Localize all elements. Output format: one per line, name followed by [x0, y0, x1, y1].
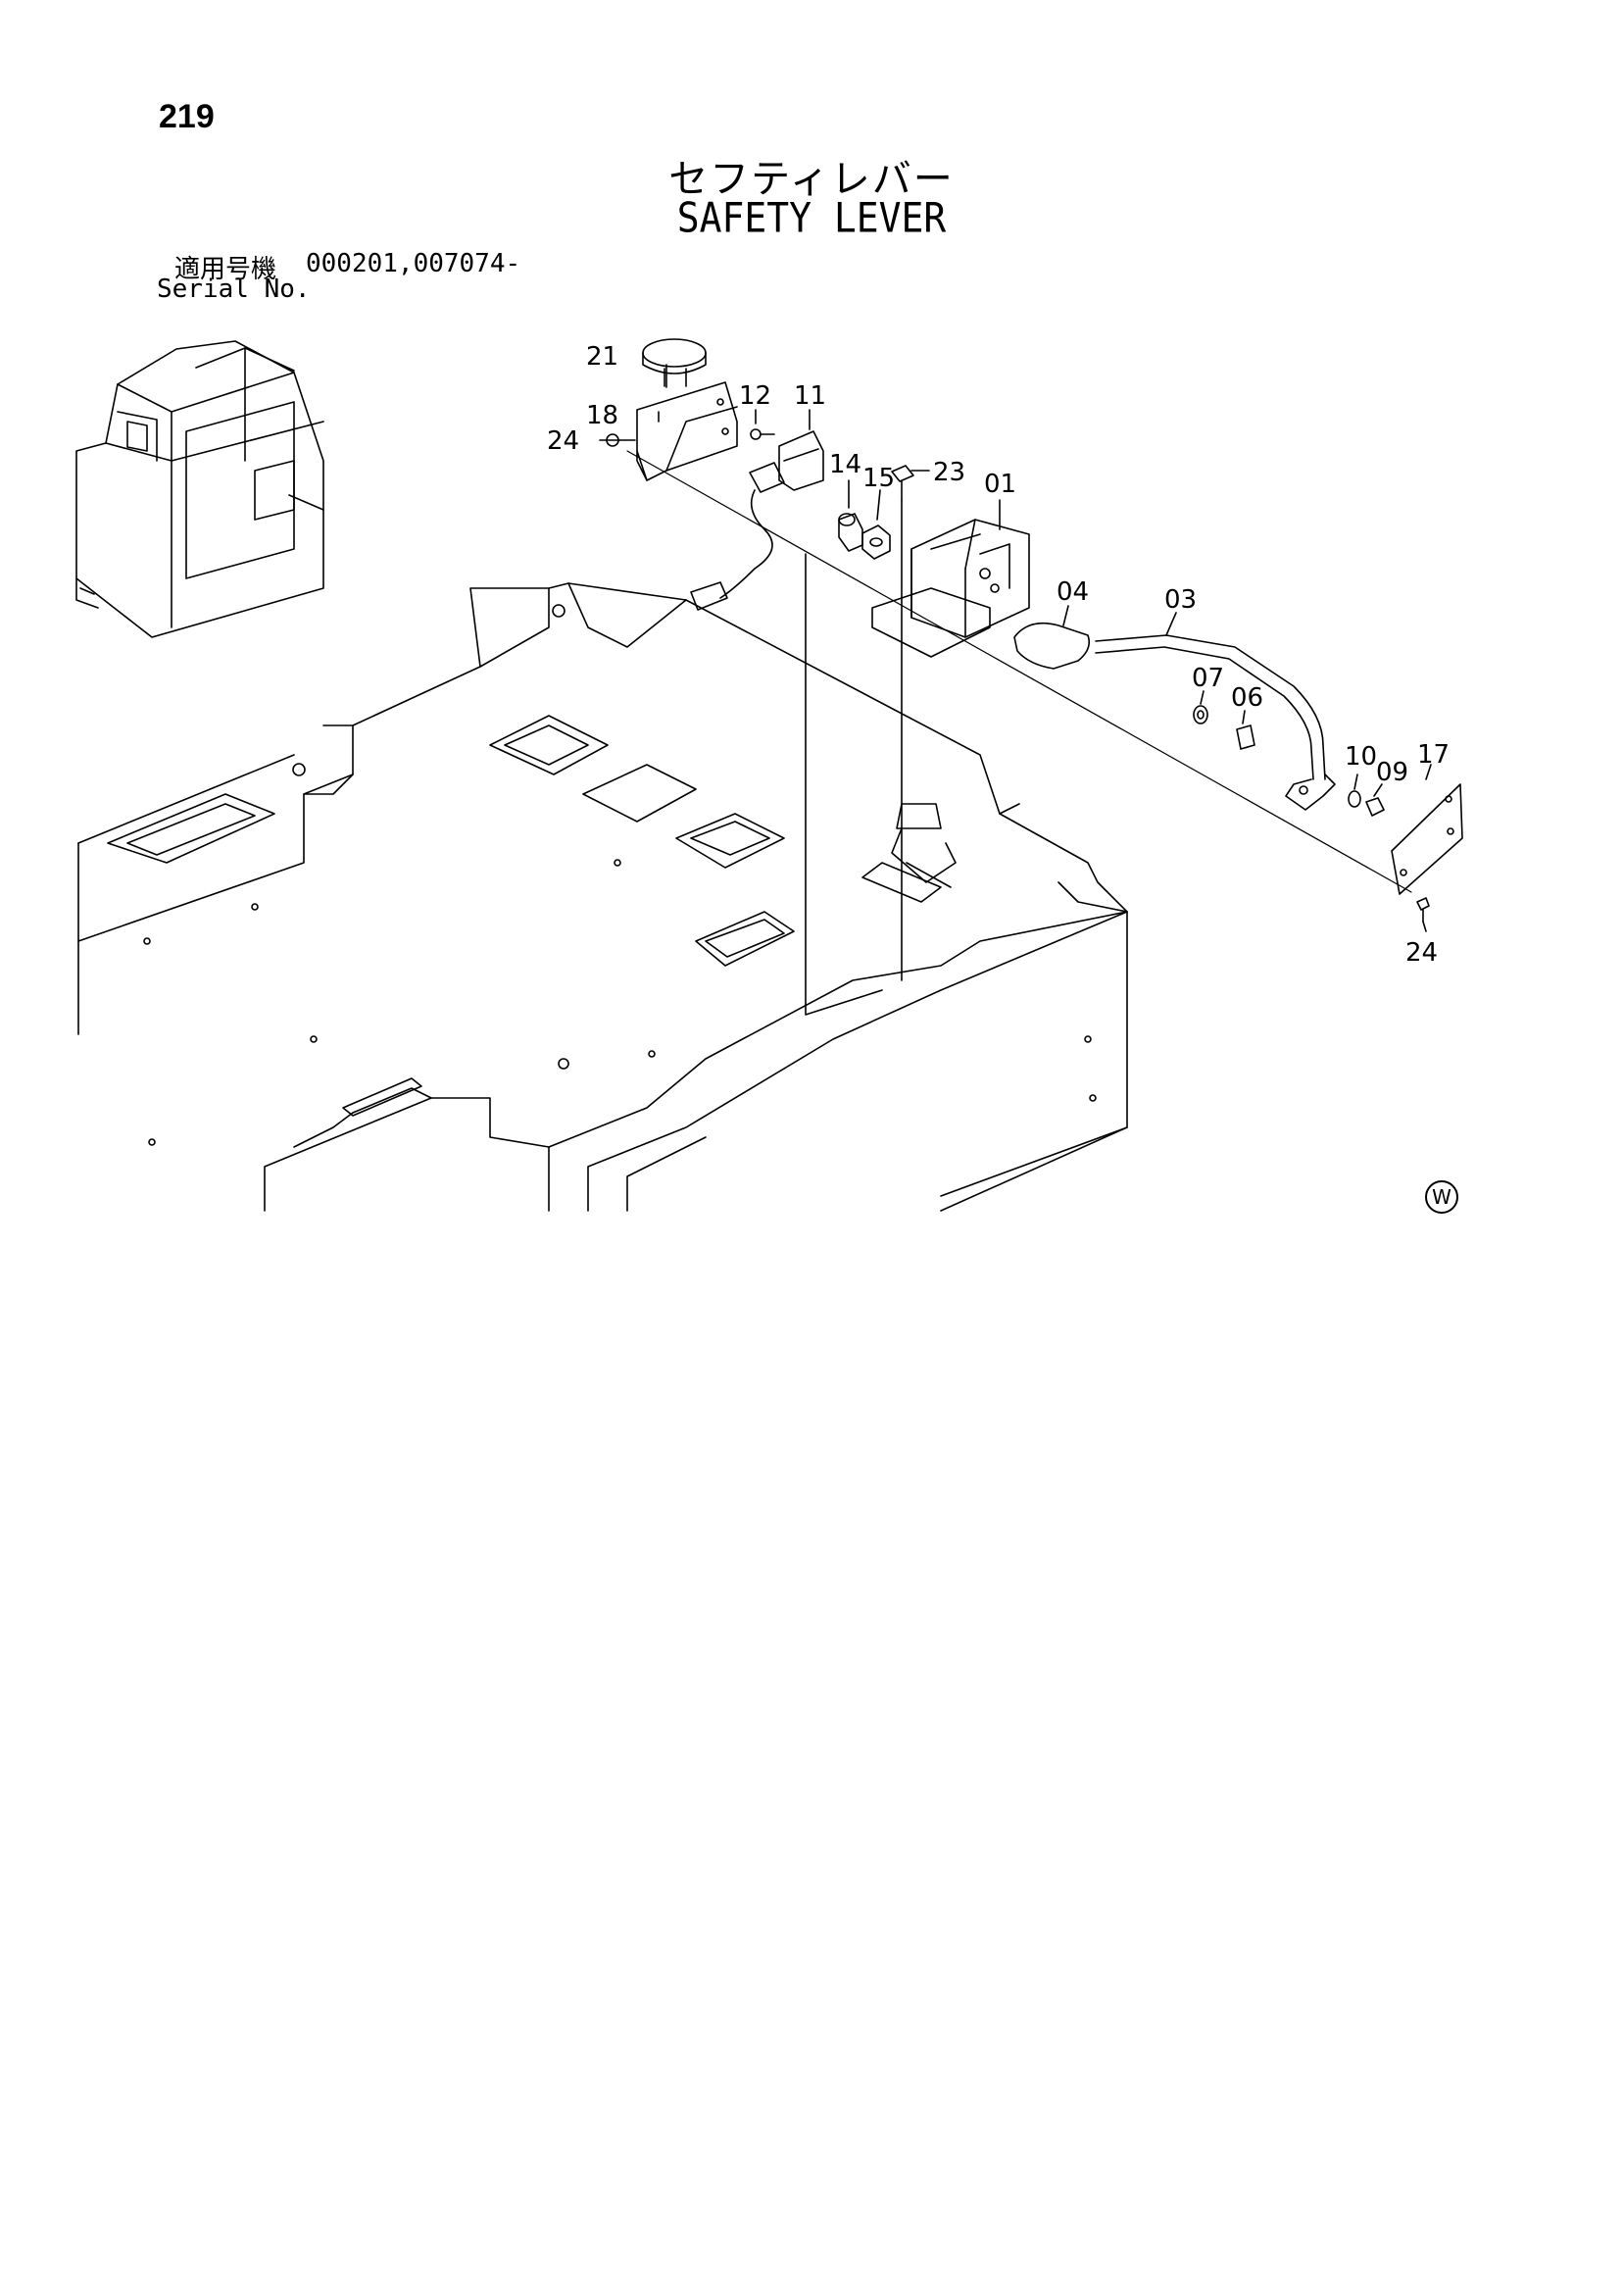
page-number: 219: [159, 98, 215, 135]
safety-lever-assembly-drawing: [599, 338, 1463, 1016]
floor-plate-drawing: [77, 582, 1128, 1212]
callout-17: 17: [1417, 740, 1450, 770]
callout-07: 07: [1192, 664, 1224, 693]
callout-06: 06: [1231, 683, 1263, 713]
page-title-japanese: セフティレバー: [668, 157, 955, 202]
serial-label-japanese: 適用号機: [174, 255, 277, 284]
callout-12: 12: [739, 381, 771, 411]
callout-18: 18: [586, 401, 618, 430]
callout-24-top: 24: [547, 426, 579, 456]
callout-10: 10: [1345, 742, 1377, 772]
callout-14: 14: [829, 450, 861, 479]
serial-label: Serial No.: [157, 275, 311, 304]
callout-11: 11: [794, 381, 826, 411]
callout-01: 01: [984, 470, 1016, 499]
cab-overview-drawing: [75, 340, 324, 638]
callout-23: 23: [933, 458, 965, 487]
page-title: SAFETY LEVER: [676, 193, 947, 242]
callout-09: 09: [1376, 758, 1408, 787]
callout-03: 03: [1164, 585, 1197, 615]
part-callouts: 21 18 24 12 11 14 15 23 01 04 03 07 06 1…: [547, 342, 1450, 968]
callout-21: 21: [586, 342, 618, 372]
serial-number-value: 000201,007074-: [306, 249, 521, 278]
callout-15: 15: [862, 464, 895, 493]
callout-04: 04: [1057, 577, 1089, 607]
revision-mark: W: [1425, 1180, 1458, 1214]
callout-24-bottom: 24: [1405, 938, 1438, 968]
